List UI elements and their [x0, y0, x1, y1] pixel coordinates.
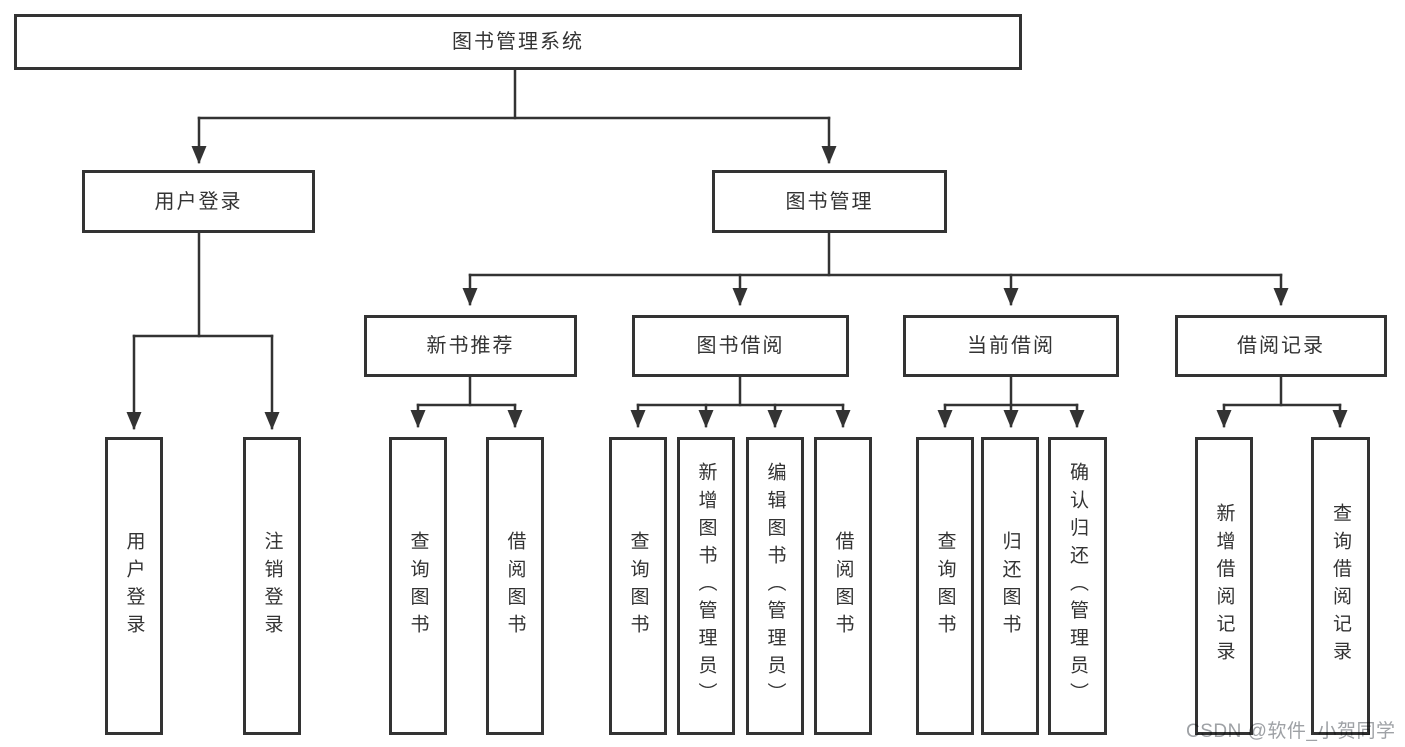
leaf-add-borrow-record: 新增借阅记录	[1195, 437, 1253, 735]
node-label: 查询借阅记录	[1330, 503, 1351, 669]
leaf-user-login: 用户登录	[105, 437, 163, 735]
node-label: 编辑图书（管理员）	[764, 462, 786, 710]
node-root: 图书管理系统	[14, 14, 1022, 70]
leaf-add-book-admin: 新增图书（管理员）	[677, 437, 735, 735]
node-book-borrow: 图书借阅	[632, 315, 849, 377]
leaf-borrow-books: 借阅图书	[814, 437, 872, 735]
leaf-edit-book-admin: 编辑图书（管理员）	[746, 437, 804, 735]
node-label: 查询图书	[407, 530, 429, 642]
node-label: 图书管理	[785, 190, 874, 213]
node-label: 新增图书（管理员）	[695, 462, 717, 710]
node-label: 用户登录	[123, 530, 145, 642]
node-label: 归还图书	[999, 530, 1021, 642]
leaf-logout: 注销登录	[243, 437, 301, 735]
node-label: 用户登录	[154, 190, 243, 213]
node-label: 新书推荐	[426, 335, 515, 357]
node-label: 查询图书	[934, 530, 956, 642]
leaf-query-books-borrow: 查询图书	[609, 437, 667, 735]
node-label: 查询图书	[627, 530, 649, 642]
node-book-management: 图书管理	[712, 170, 947, 233]
node-borrow-records: 借阅记录	[1175, 315, 1387, 377]
node-label: 注销登录	[261, 530, 283, 642]
leaf-confirm-return-admin: 确认归还（管理员）	[1048, 437, 1107, 735]
node-current-borrow: 当前借阅	[903, 315, 1119, 377]
leaf-query-books-current: 查询图书	[916, 437, 974, 735]
leaf-return-book: 归还图书	[981, 437, 1039, 735]
leaf-borrow-books-recommend: 借阅图书	[486, 437, 544, 735]
leaf-query-books-recommend: 查询图书	[389, 437, 447, 735]
node-label: 当前借阅	[967, 335, 1055, 357]
node-label: 借阅图书	[504, 530, 526, 642]
node-label: 确认归还（管理员）	[1067, 462, 1088, 710]
node-label: 借阅图书	[832, 530, 854, 642]
leaf-query-borrow-record: 查询借阅记录	[1311, 437, 1370, 735]
watermark-text: CSDN @软件_小贺同学	[1186, 721, 1396, 742]
node-label: 新增借阅记录	[1213, 503, 1235, 669]
node-label: 图书借阅	[696, 335, 785, 357]
node-label: 图书管理系统	[452, 31, 584, 53]
node-label: 借阅记录	[1237, 335, 1325, 357]
node-new-book-recommend: 新书推荐	[364, 315, 577, 377]
node-user-login: 用户登录	[82, 170, 315, 233]
